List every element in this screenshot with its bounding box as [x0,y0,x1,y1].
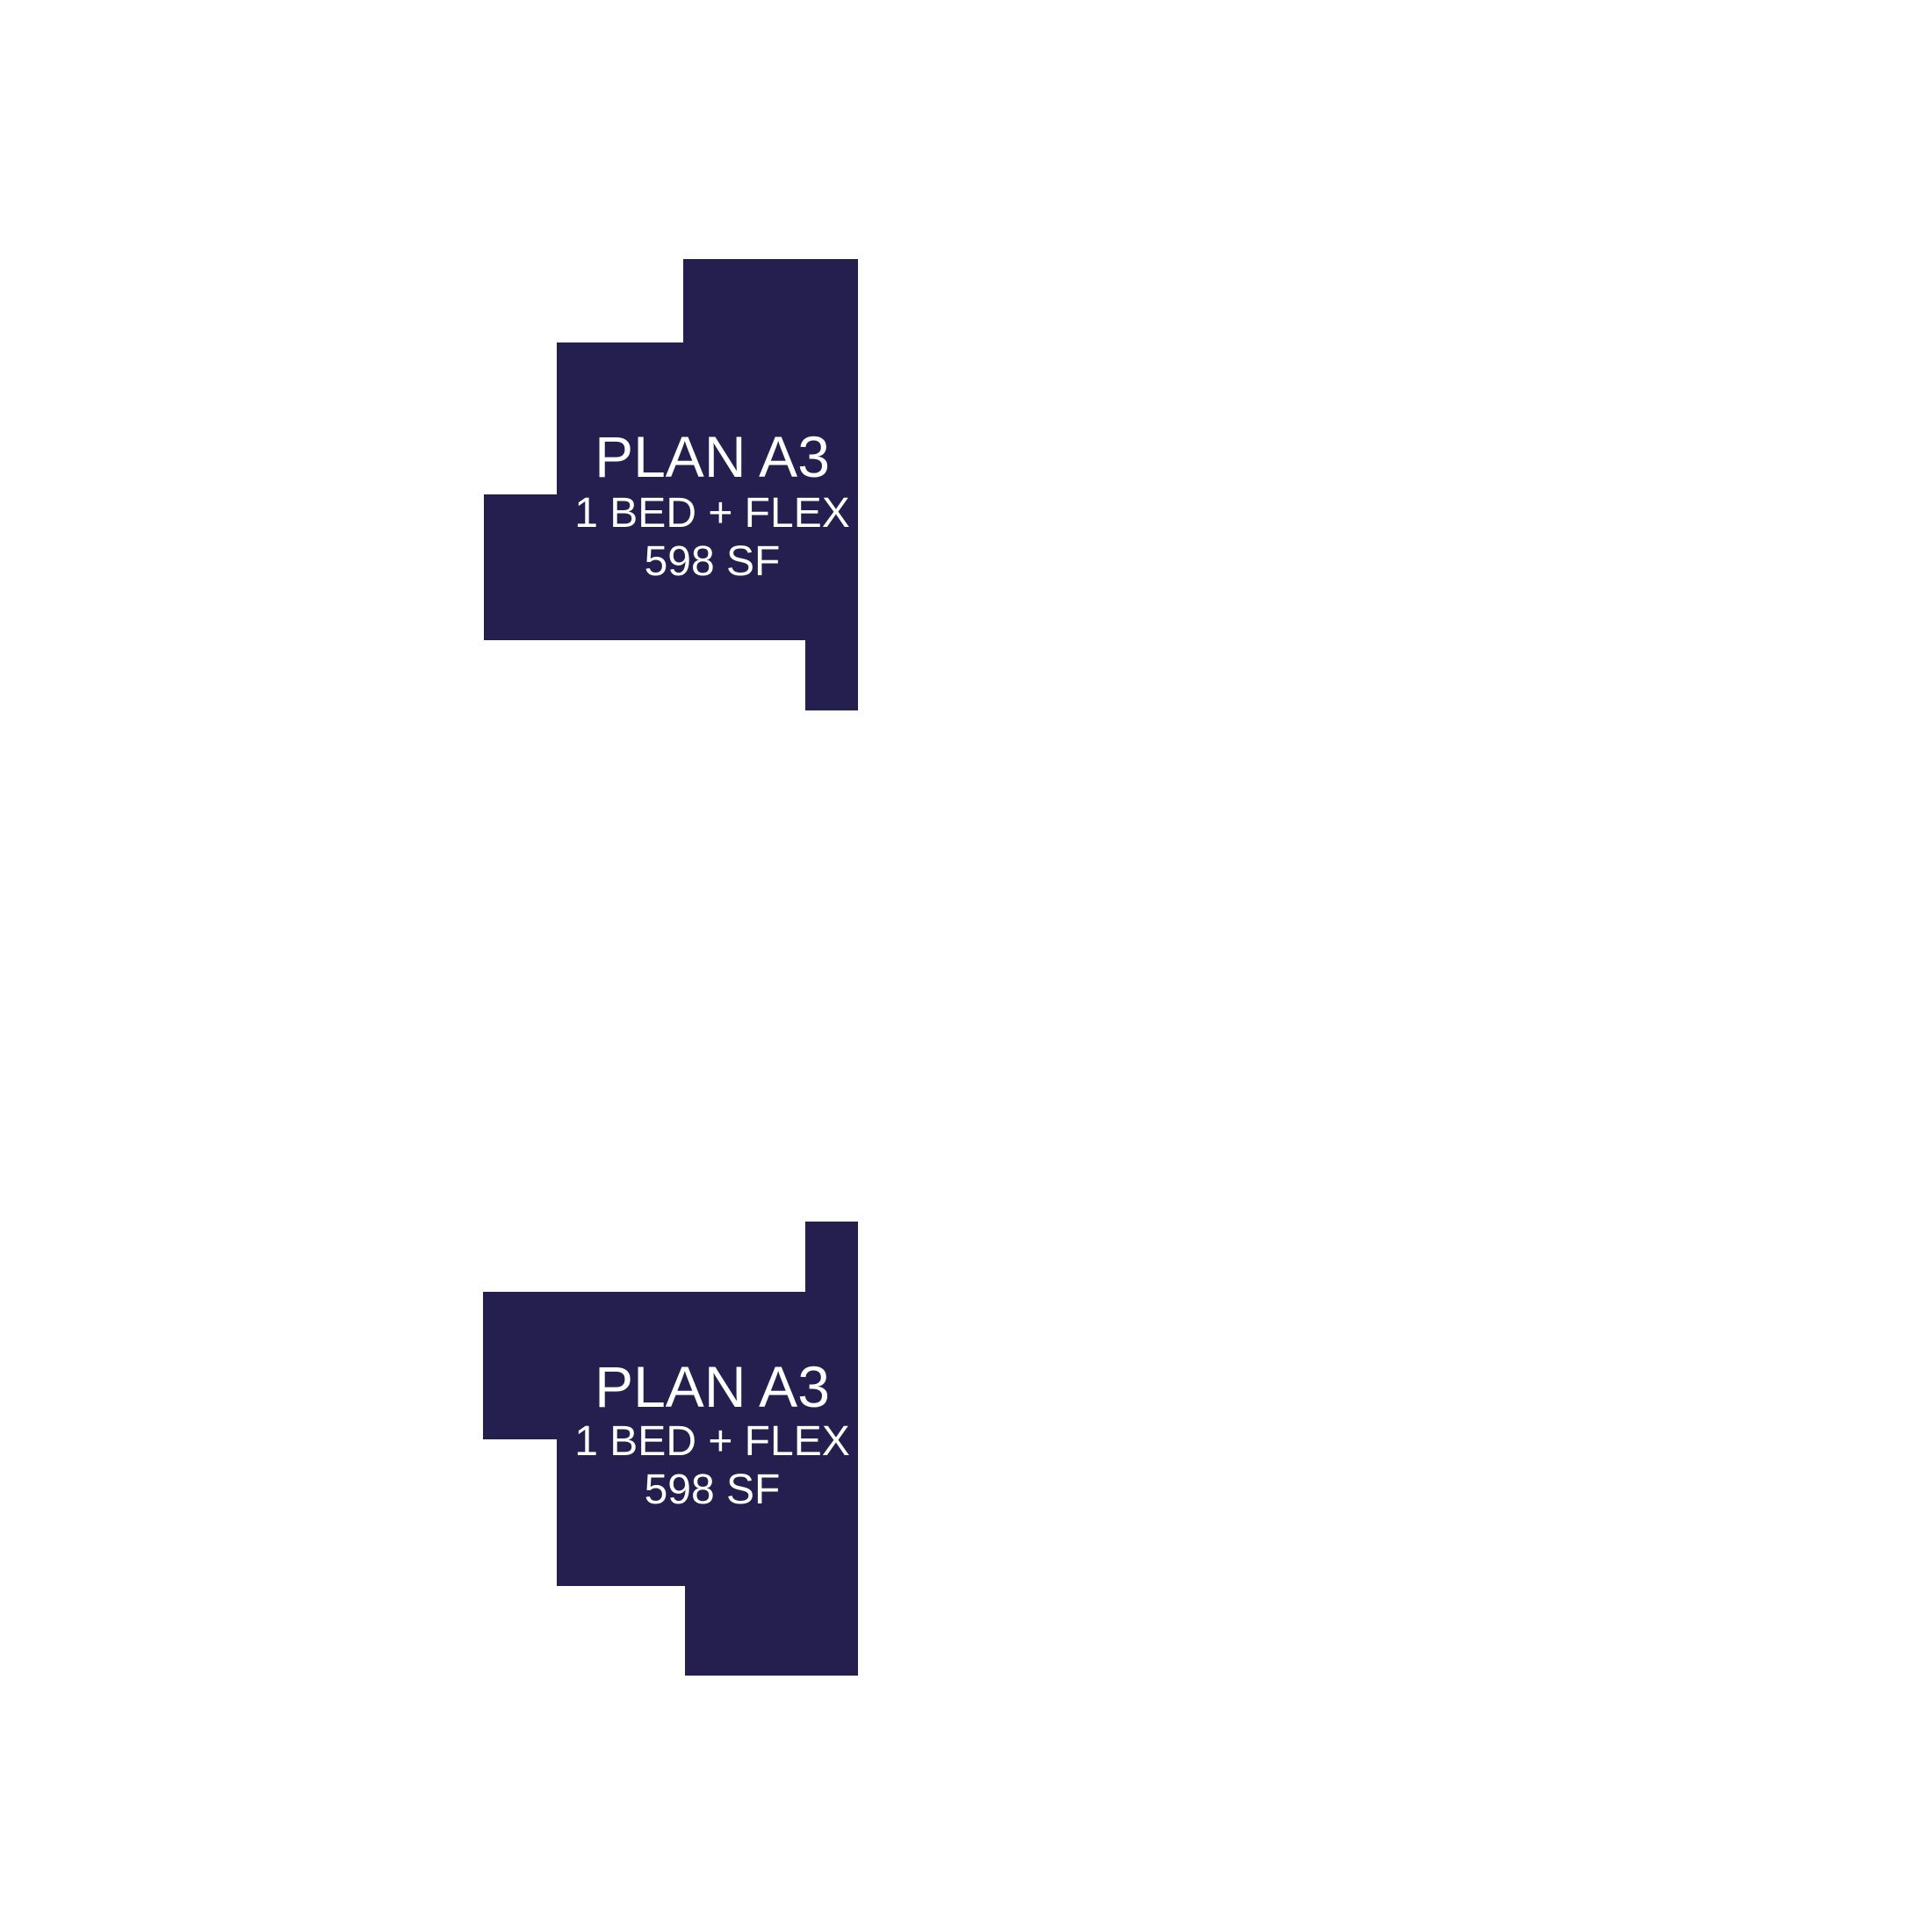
unit-shape [483,1222,858,1676]
unit-area: 598 SF [645,538,781,585]
unit-area: 598 SF [645,1467,781,1513]
unit-plan-a3-bottom[interactable]: PLAN A3 1 BED + FLEX 598 SF [483,1222,858,1676]
unit-plan-name: PLAN A3 [595,424,830,489]
unit-plan-a3-top[interactable]: PLAN A3 1 BED + FLEX 598 SF [484,259,858,710]
unit-plan-name: PLAN A3 [595,1354,830,1419]
unit-shape [484,259,858,710]
unit-bed-type: 1 BED + FLEX [574,490,849,537]
unit-bed-type: 1 BED + FLEX [574,1418,849,1465]
